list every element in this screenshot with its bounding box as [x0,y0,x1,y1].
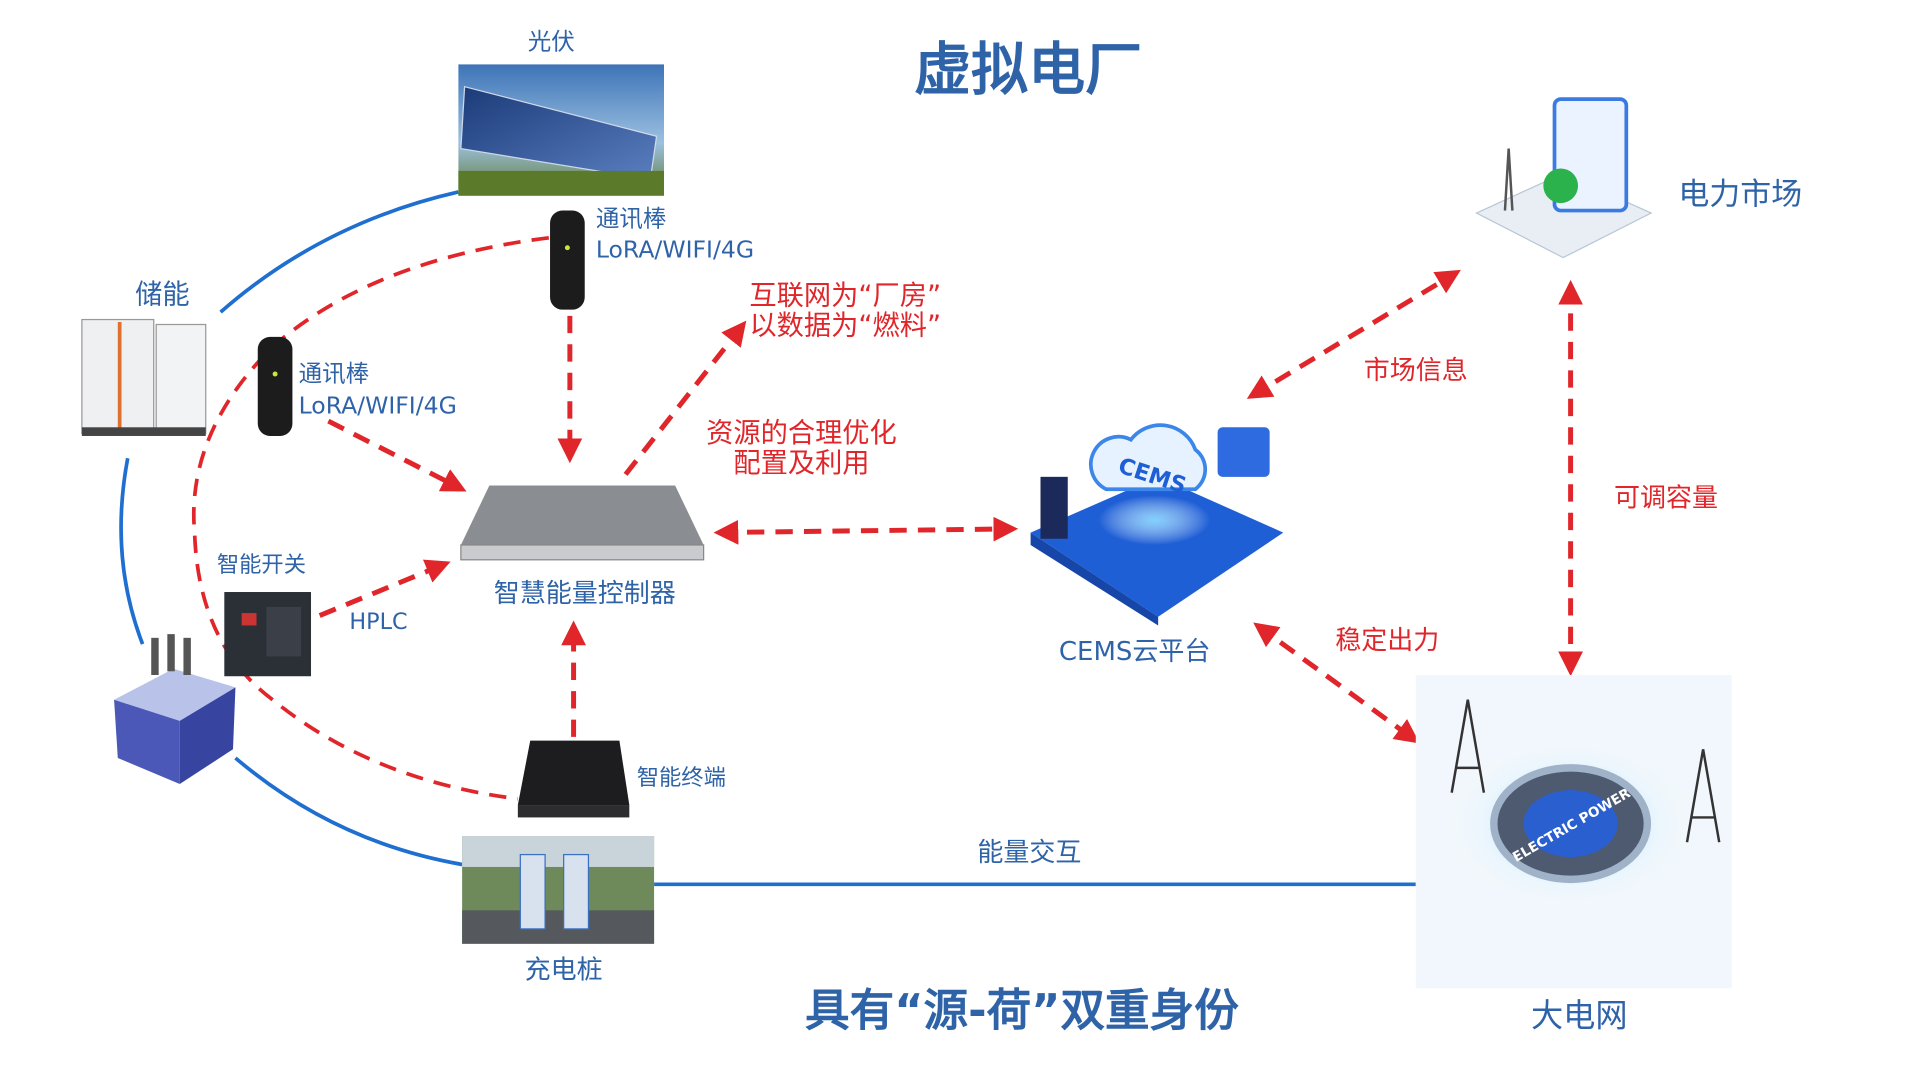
charger-label: 充电桩 [525,955,603,985]
storage-transformer-line [119,457,145,645]
internet-annotation-1: 互联网为“厂房” [749,281,941,312]
cems-label: CEMS云平台 [1059,637,1211,667]
hplc-label: HPLC [349,609,407,635]
cems-platform-image [1030,423,1284,626]
arrow-controller-to-internet [623,320,747,476]
energy-exchange-label: 能量交互 [977,838,1081,868]
smart-terminal-image [517,740,630,818]
controller-label: 智慧能量控制器 [494,579,676,609]
dual-identity-subtitle: 具有“源-荷”双重身份 [805,985,1239,1037]
smart-switch-label: 智能开关 [217,552,306,578]
market-info-label: 市场信息 [1364,356,1468,386]
arrow-controller-cems [713,516,1019,545]
storage-cabinet-image [81,318,207,436]
arrow-stick2-to-controller [327,418,467,492]
solar-label: 光伏 [528,28,575,56]
storage-label: 储能 [135,279,189,310]
comm-stick-2-protocol: LoRA/WIFI/4G [299,392,457,420]
resource-annotation-2: 配置及利用 [733,448,869,479]
comm-stick-1-protocol: LoRA/WIFI/4G [596,236,754,264]
charger-image [462,836,655,944]
page-title: 虚拟电厂 [914,37,1142,103]
power-market-image [1475,97,1653,259]
grid-label: 大电网 [1531,997,1628,1035]
transformer-image [114,634,236,784]
comm-stick-1-label: 通讯棒 [596,205,667,233]
stable-output-label: 稳定出力 [1335,626,1439,656]
solar-panel-image [458,64,664,196]
transformer-charger-line [234,756,463,867]
controller-device-image [460,485,705,561]
solar-storage-line [219,190,459,314]
smart-terminal-label: 智能终端 [637,765,726,791]
internet-annotation-2: 以数据为“燃料” [749,310,941,341]
comm-stick-2-icon [257,336,293,436]
adjustable-capacity-label: 可调容量 [1614,484,1718,514]
smart-switch-image [224,592,312,677]
arrow-cems-grid [1253,622,1420,744]
arrow-switch-to-controller [318,559,451,618]
comm-stick-2-label: 通讯棒 [299,359,370,387]
power-market-label: 电力市场 [1678,176,1802,212]
comm-stick-1-icon [550,210,585,310]
arrow-cems-market [1246,269,1461,399]
grid-image [1415,675,1732,989]
resource-annotation-1: 资源的合理优化 [706,418,897,449]
